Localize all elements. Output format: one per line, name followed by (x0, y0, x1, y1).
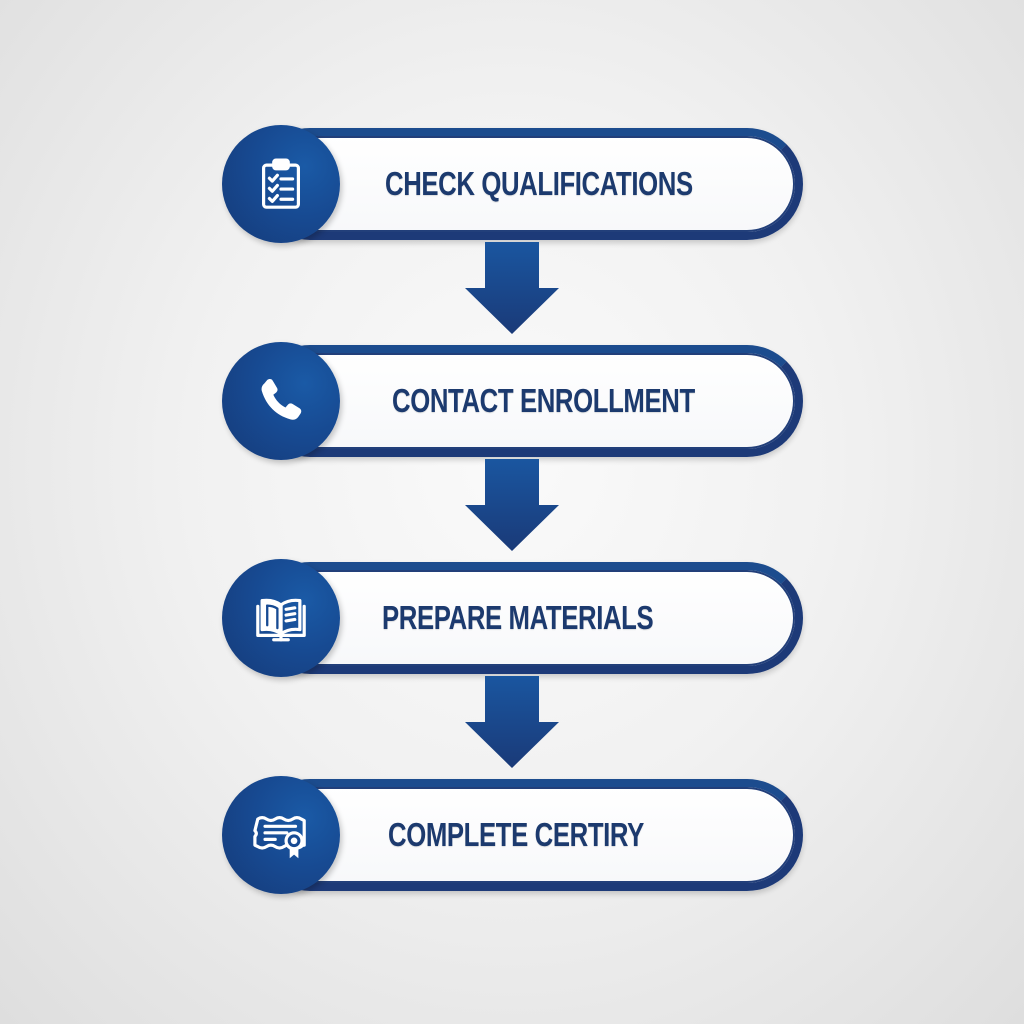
connector-arrow-2 (465, 459, 559, 551)
step-pill (254, 345, 803, 457)
process-step-4: COMPLETE CERTIRY (222, 776, 804, 894)
open-book-icon (256, 598, 306, 642)
step-icon-circle (222, 559, 340, 677)
arrow-down-icon (465, 459, 559, 551)
connector-arrow-1 (465, 242, 559, 334)
step-icon-circle (222, 125, 340, 243)
step-pill (254, 128, 803, 240)
arrow-down-icon (465, 676, 559, 768)
step-label: CONTACT ENROLLMENT (392, 382, 695, 419)
step-pill (254, 562, 803, 674)
step-label: COMPLETE CERTIRY (388, 816, 644, 853)
process-step-3: PREPARE MATERIALS (222, 559, 804, 677)
step-label: CHECK QUALIFICATIONS (385, 165, 693, 202)
clipboard-checklist-icon (262, 158, 300, 209)
process-step-1: CHECK QUALIFICATIONS (222, 125, 804, 243)
phone-icon (261, 379, 302, 420)
certificate-icon (253, 816, 306, 859)
step-icon-circle (222, 342, 340, 460)
arrow-down-icon (465, 242, 559, 334)
process-step-2: CONTACT ENROLLMENT (222, 342, 804, 460)
step-label: PREPARE MATERIALS (382, 599, 654, 636)
connector-arrow-3 (465, 676, 559, 768)
step-pill (254, 779, 803, 891)
step-icon-circle (222, 776, 340, 894)
